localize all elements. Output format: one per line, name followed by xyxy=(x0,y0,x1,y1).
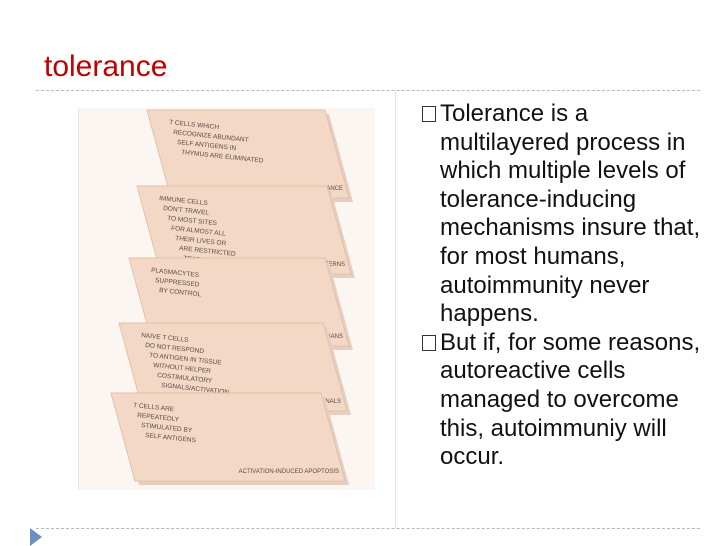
layer-caption: ACTIVATION-INDUCED APOPTOSIS xyxy=(239,469,339,475)
layer-plate xyxy=(136,185,352,275)
bullet-box-icon xyxy=(422,334,436,351)
top-divider xyxy=(36,90,700,91)
bullet-item-1: Tolerance is a multilayered process in w… xyxy=(422,100,712,329)
slide-title: tolerance xyxy=(44,50,168,83)
bullet-list: Tolerance is a multilayered process in w… xyxy=(422,100,712,472)
bottom-divider xyxy=(36,528,700,529)
bullet-item-2: But if, for some reasons, autoreactive c… xyxy=(422,329,712,472)
layer-text-line: DON'T TRAVEL xyxy=(163,205,210,217)
bullet-text-2: But if, for some reasons, autoreactive c… xyxy=(440,328,701,471)
layer-text-line: REPEATEDLY xyxy=(137,412,180,423)
layer-text-line: T CELLS ARE xyxy=(133,402,175,413)
bullet-box-icon xyxy=(422,106,436,122)
layer-text-line: BY CONTROL xyxy=(159,287,202,298)
layer-plate xyxy=(110,392,346,482)
bullet-text-1: Tolerance is a multilayered process in w… xyxy=(440,100,701,328)
layer-plate xyxy=(146,109,350,199)
layer-text-line: SUPPRESSED xyxy=(155,277,200,289)
layer-plate xyxy=(118,322,348,412)
column-divider xyxy=(395,92,396,528)
next-slide-arrow-icon[interactable] xyxy=(30,528,42,546)
layer-text-line: NAIVE T CELLS xyxy=(141,332,190,344)
